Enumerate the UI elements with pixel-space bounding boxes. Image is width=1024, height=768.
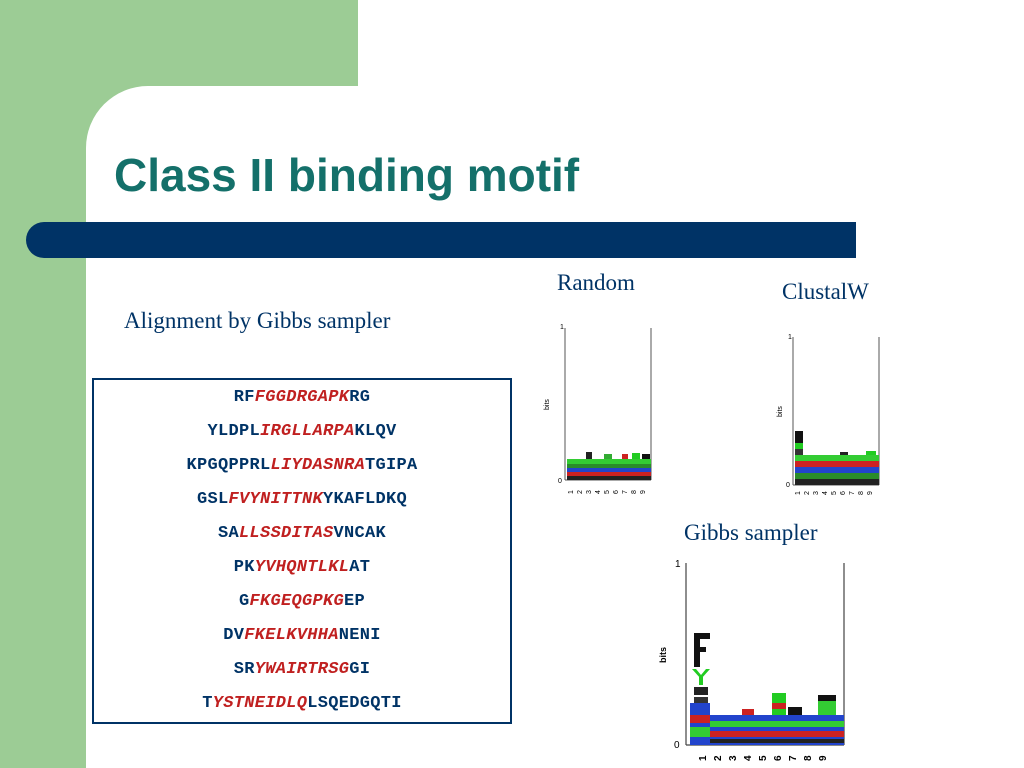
sequence-row: GFKGEQGPKGEP <box>238 592 366 611</box>
random-sequence-logo: 1 0 bits 1 2 3 4 5 6 7 8 9 <box>538 318 658 496</box>
logo-x-tick: 7 <box>788 755 799 761</box>
logo-x-tick: 9 <box>867 491 874 495</box>
logo-x-tick: 4 <box>743 755 754 761</box>
logo-x-tick: 1 <box>698 755 709 761</box>
sequence-row: SRYWAIRTRSGGI <box>233 660 371 679</box>
logo-x-tick: 8 <box>858 491 865 495</box>
gibbs-logo-x-ticks: 1 2 3 4 5 6 7 8 9 <box>698 755 829 761</box>
logo-x-tick: 7 <box>849 491 856 495</box>
slide-title: Class II binding motif <box>114 149 580 201</box>
sequence-row: TYSTNEIDLQLSQEDGQTI <box>202 694 402 713</box>
logo-x-tick: 8 <box>803 755 814 761</box>
logo-x-tick: 4 <box>595 490 602 494</box>
sequence-row: GSLFVYNITTNKYKAFLDKQ <box>196 490 408 509</box>
clustalw-logo-x-ticks: 1 2 3 4 5 6 7 8 9 <box>795 491 874 495</box>
logo-y-bottom-label: 0 <box>786 482 790 489</box>
logo-x-tick: 9 <box>818 755 829 761</box>
random-logo-x-ticks: 1 2 3 4 5 6 7 8 9 <box>568 490 647 494</box>
logo-x-tick: 2 <box>804 491 811 495</box>
gibbs-sampler-label: Gibbs sampler <box>684 520 818 545</box>
logo-x-tick: 2 <box>577 490 584 494</box>
sequence-row: DVFKELKVHHANENI <box>223 626 381 645</box>
logo-y-bottom-label: 0 <box>674 740 680 751</box>
alignment-label: Alignment by Gibbs sampler <box>124 308 391 333</box>
logo-x-tick: 8 <box>631 490 638 494</box>
alignment-box: RFFGGDRGAPKRG YLDPLIRGLLARPAKLQV KPGQPPR… <box>92 378 512 724</box>
sequence-row: RFFGGDRGAPKRG <box>233 388 371 407</box>
logo-x-tick: 5 <box>758 755 769 761</box>
logo-x-tick: 2 <box>713 755 724 761</box>
logo-x-tick: 7 <box>622 490 629 494</box>
sequence-row: KPGQPPRLLIYDASNRATGIPA <box>186 456 418 475</box>
logo-x-tick: 9 <box>640 490 647 494</box>
logo-x-tick: 5 <box>831 491 838 495</box>
gibbs-logo-figure: 1 0 bits <box>658 559 845 761</box>
logo-x-tick: 3 <box>586 490 593 494</box>
logo-x-tick: 3 <box>813 491 820 495</box>
logo-x-tick: 3 <box>728 755 739 761</box>
random-label: Random <box>557 270 635 295</box>
random-logo-letter-stacks <box>567 452 651 480</box>
clustalw-label: ClustalW <box>782 279 869 304</box>
clustalw-logo-figure: 1 0 bits 1 2 3 4 5 6 7 8 9 <box>777 334 880 495</box>
title-underline-bar <box>26 222 852 258</box>
sequence-row: YLDPLIRGLLARPAKLQV <box>207 422 397 441</box>
logo-y-bottom-label: 0 <box>558 478 562 485</box>
logo-x-tick: 6 <box>613 490 620 494</box>
title-underline-bar-end <box>846 222 856 258</box>
logo-y-top-label: 1 <box>788 334 792 341</box>
random-logo-figure: 1 0 bits 1 2 3 4 5 6 7 8 9 <box>544 324 652 494</box>
logo-x-tick: 6 <box>840 491 847 495</box>
gibbs-sequence-logo: 1 0 bits <box>654 555 854 765</box>
sequence-row: PKYVHQNTLKLAT <box>233 558 371 577</box>
logo-axis-label: bits <box>777 406 784 417</box>
logo-x-tick: 1 <box>795 491 802 495</box>
logo-x-tick: 6 <box>773 755 784 761</box>
logo-axis-label: bits <box>544 399 551 410</box>
gibbs-logo-letter-stacks <box>690 633 844 745</box>
logo-x-tick: 1 <box>568 490 575 494</box>
logo-y-top-label: 1 <box>560 324 564 331</box>
sequence-row: SALLSSDITASVNCAK <box>217 524 387 543</box>
clustalw-sequence-logo: 1 0 bits 1 2 3 4 5 6 7 8 9 <box>770 325 886 497</box>
logo-x-tick: 4 <box>822 491 829 495</box>
logo-axis-label: bits <box>658 647 668 663</box>
logo-x-tick: 5 <box>604 490 611 494</box>
logo-y-top-label: 1 <box>675 559 681 570</box>
clustalw-logo-letter-stacks <box>795 431 879 485</box>
